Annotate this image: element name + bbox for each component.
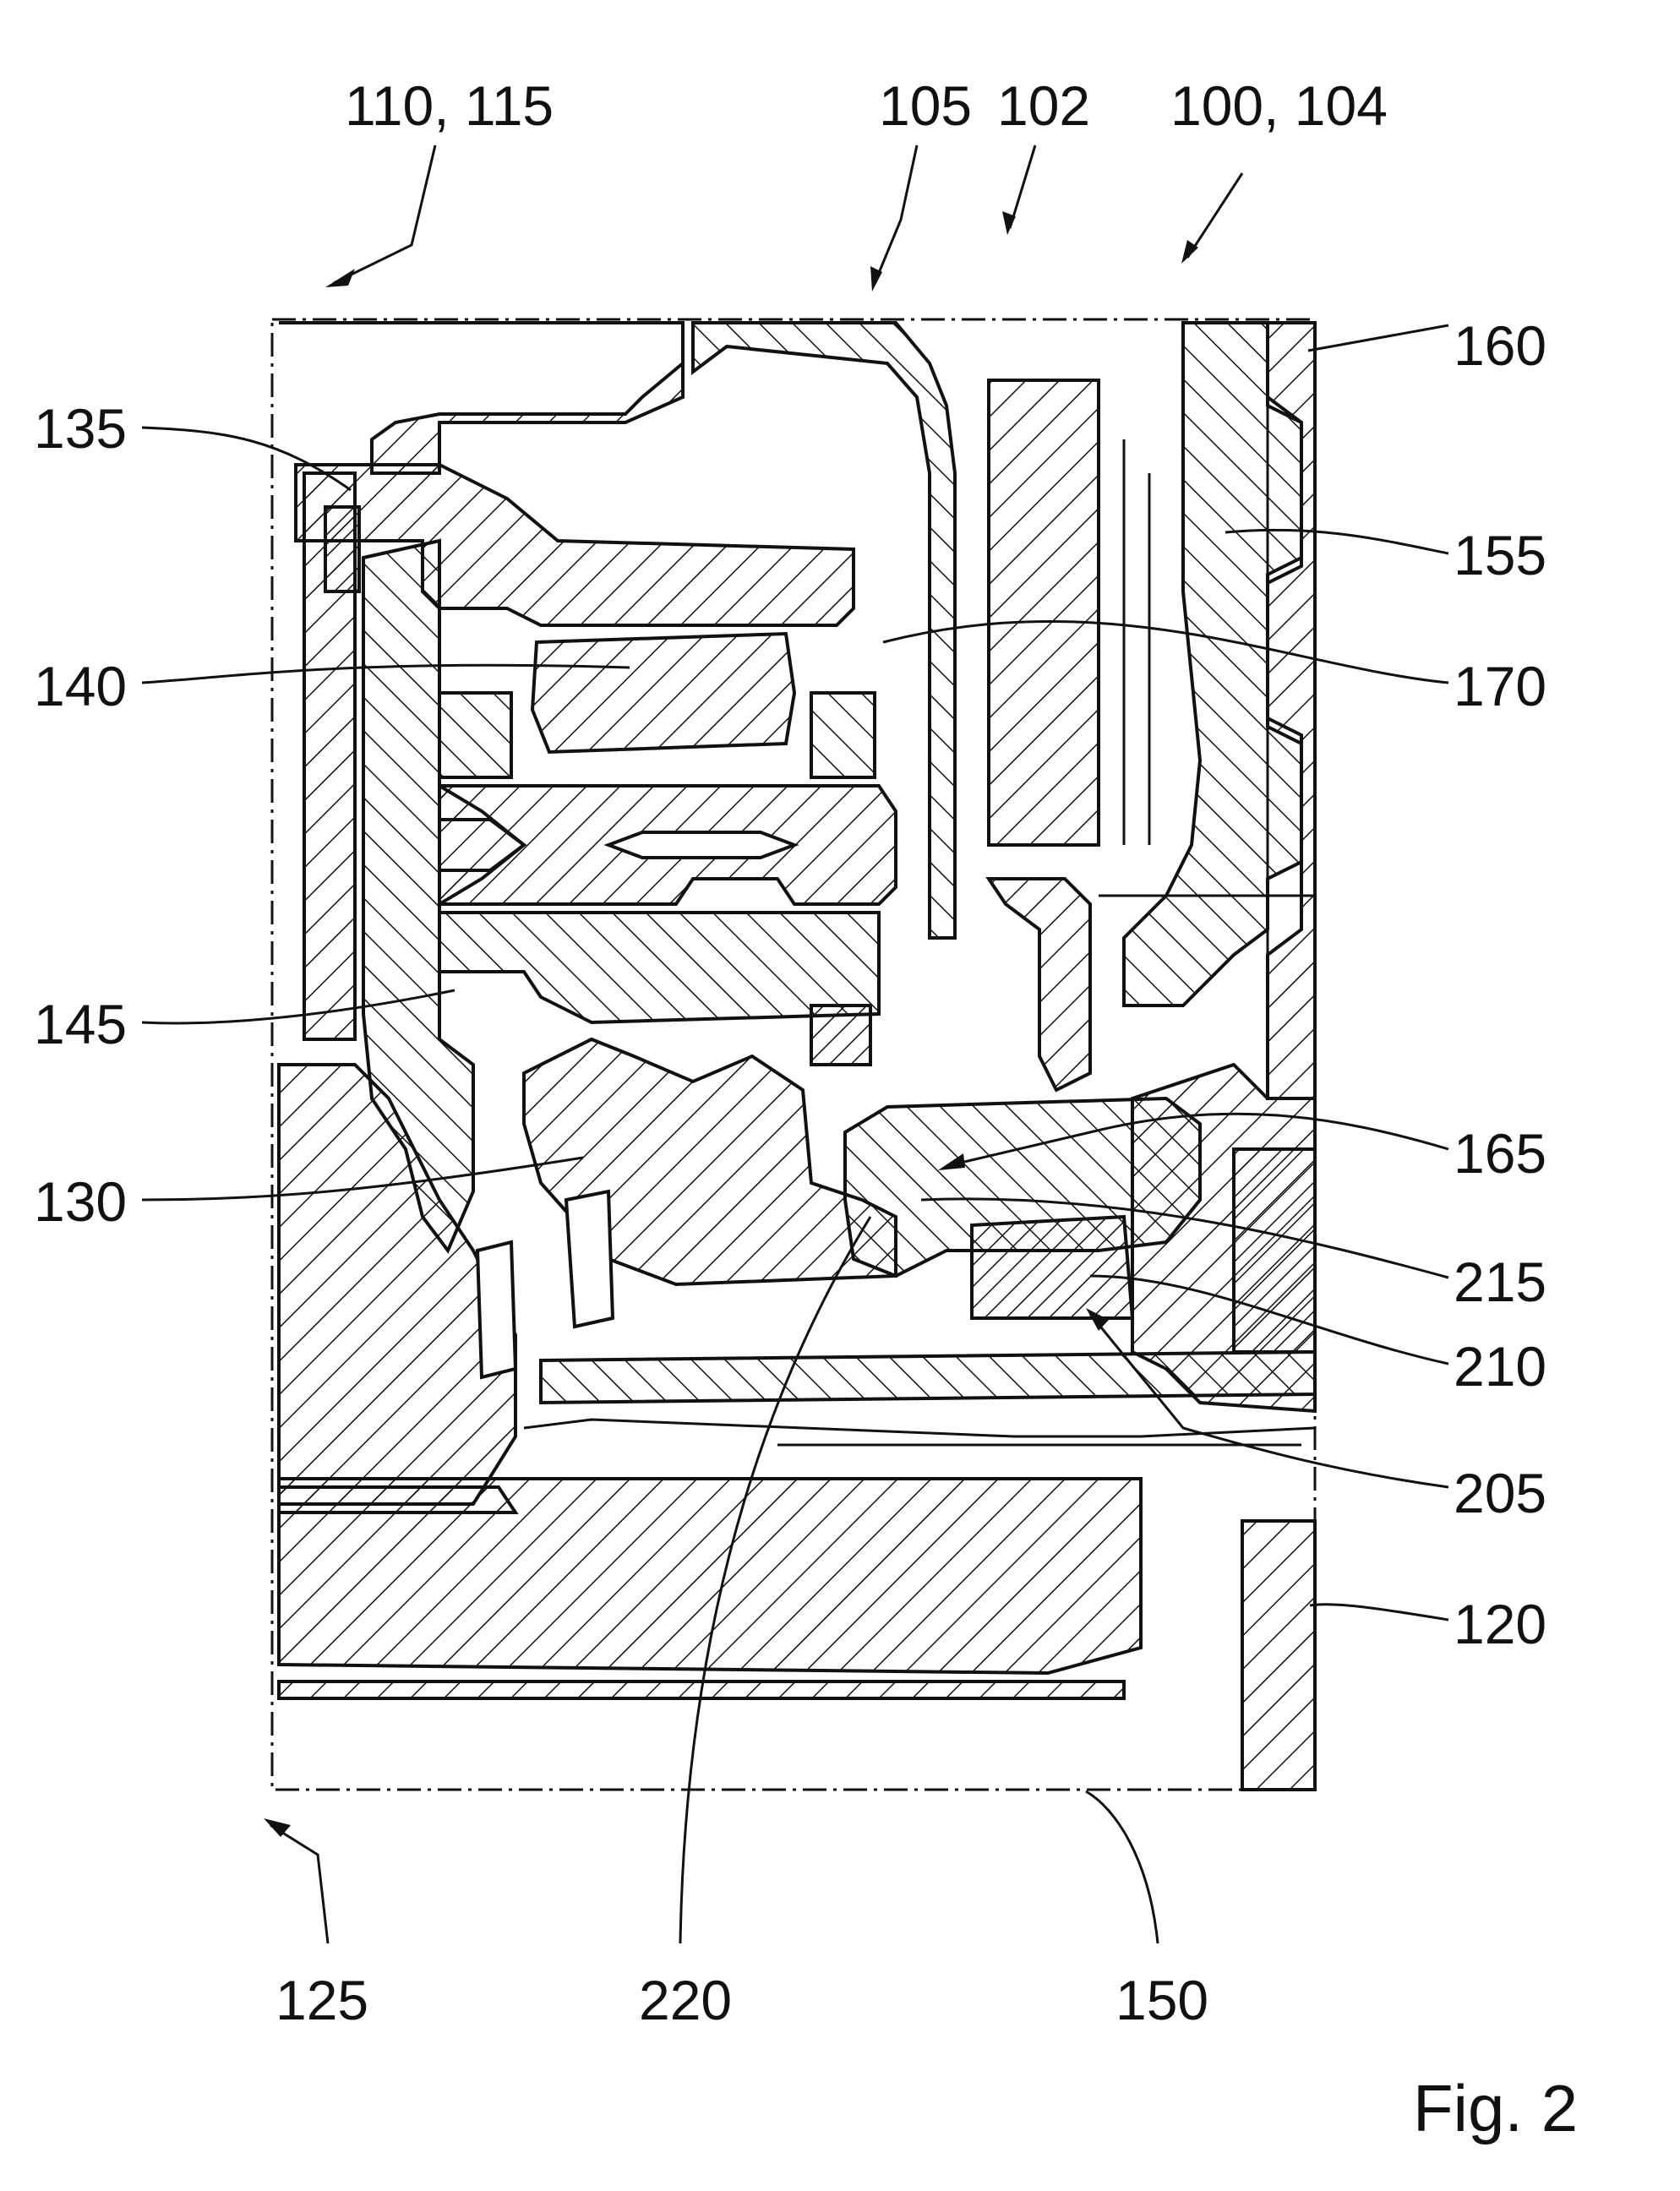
label-135: 135 [34, 397, 127, 460]
leader-100-104 [1186, 172, 1244, 259]
label-105: 105 [879, 74, 972, 137]
leader-215 [920, 1197, 1449, 1279]
label-215: 215 [1454, 1251, 1546, 1313]
label-150: 150 [1115, 1969, 1208, 2031]
leader-170 [882, 619, 1449, 684]
label-165: 165 [1454, 1122, 1546, 1185]
leader-120 [1309, 1603, 1449, 1621]
figure-caption: Fig. 2 [1413, 2071, 1578, 2145]
label-160: 160 [1454, 314, 1546, 377]
label-125: 125 [275, 1969, 368, 2031]
leader-160 [1307, 324, 1449, 352]
arrowhead-110-115 [325, 269, 355, 287]
label-205: 205 [1454, 1462, 1546, 1524]
label-100-104: 100, 104 [1170, 74, 1388, 137]
mechanical-section [277, 321, 1317, 1791]
label-102: 102 [997, 74, 1090, 137]
leader-130 [141, 1156, 584, 1202]
arrowhead-102 [1002, 211, 1016, 235]
leader-205 [1088, 1313, 1449, 1489]
leader-150 [1085, 1790, 1159, 1944]
leader-105 [873, 144, 919, 284]
leader-140 [141, 663, 630, 684]
label-120: 120 [1454, 1593, 1546, 1655]
leader-220 [679, 1216, 872, 1944]
leader-155 [1225, 528, 1449, 555]
label-170: 170 [1454, 655, 1546, 717]
label-155: 155 [1454, 524, 1546, 586]
leader-210 [1089, 1274, 1449, 1365]
reference-numerals: 110, 115 105 102 100, 104 160 135 155 14… [34, 74, 1578, 2145]
arrowhead-125 [264, 1818, 291, 1837]
arrowhead-205 [1086, 1308, 1109, 1331]
label-220: 220 [639, 1969, 732, 2031]
leader-145 [141, 989, 455, 1025]
leader-102 [1008, 144, 1037, 229]
leader-110-115 [333, 144, 437, 285]
label-145: 145 [34, 993, 127, 1055]
label-210: 210 [1454, 1335, 1546, 1398]
leader-125 [270, 1823, 330, 1944]
label-130: 130 [34, 1170, 127, 1233]
label-110-115: 110, 115 [345, 74, 554, 137]
label-140: 140 [34, 655, 127, 717]
arrowhead-165 [938, 1153, 965, 1170]
leader-165 [946, 1112, 1449, 1168]
leader-135 [141, 426, 352, 492]
arrow-heads [264, 211, 1198, 1837]
arrowhead-100-104 [1181, 240, 1198, 264]
leader-lines [141, 144, 1449, 1944]
arrowhead-105 [870, 266, 882, 292]
